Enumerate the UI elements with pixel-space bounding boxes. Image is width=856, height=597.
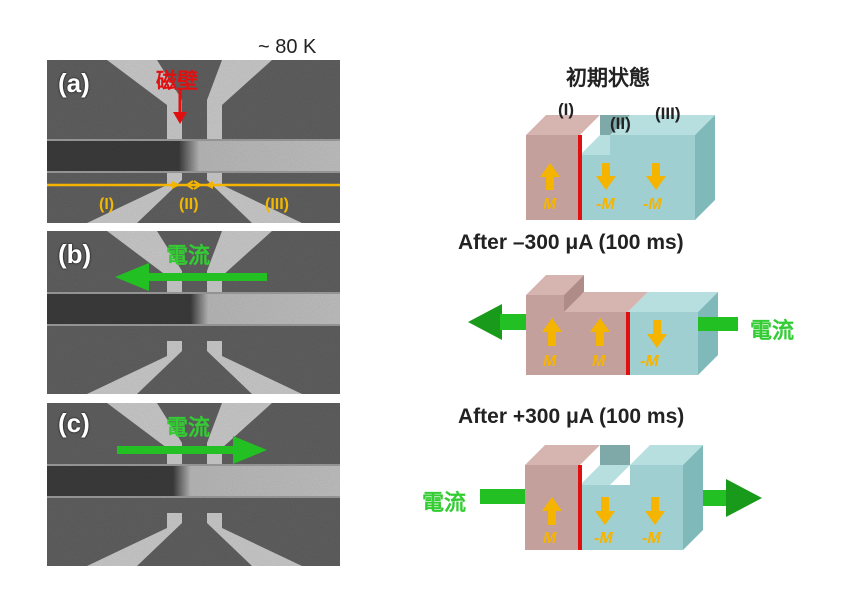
panel-c-letter: (c) [58, 408, 90, 438]
positive-current-title: After +300 μA (100 ms) [458, 405, 685, 428]
negative-label-1: M [543, 353, 557, 370]
image-panel-a [47, 60, 340, 223]
negative-label-3: -M [640, 353, 659, 370]
positive-current-block [480, 445, 762, 550]
image-panel-c [47, 403, 340, 566]
initial-region-ii: (II) [610, 114, 631, 133]
positive-label-2: -M [594, 530, 613, 547]
initial-state-block [526, 115, 715, 220]
positive-current-label: 電流 [422, 491, 467, 516]
initial-label-1: M [543, 196, 557, 213]
positive-label-1: M [543, 530, 557, 547]
region-label-i: (I) [99, 196, 115, 213]
initial-region-iii: (III) [655, 104, 681, 123]
negative-current-title: After –300 μA (100 ms) [458, 231, 684, 254]
negative-current-label: 電流 [750, 319, 795, 344]
region-label-iii: (III) [265, 196, 289, 213]
initial-label-2: -M [596, 196, 615, 213]
negative-label-2: M [592, 353, 606, 370]
initial-region-i: (I) [558, 100, 575, 119]
initial-state-title: 初期状態 [566, 66, 650, 90]
initial-label-3: -M [643, 196, 662, 213]
panel-b-current-label: 電流 [166, 244, 211, 269]
positive-label-3: -M [642, 530, 661, 547]
temperature-label: ~ 80 K [258, 36, 317, 58]
panel-b-letter: (b) [58, 239, 92, 269]
panel-c-current-label: 電流 [166, 416, 211, 441]
negative-current-block [468, 275, 738, 375]
image-panel-b [47, 231, 340, 394]
domain-wall-label: 磁壁 [156, 69, 198, 93]
panel-a-letter: (a) [58, 68, 90, 98]
region-label-ii: (II) [179, 196, 199, 213]
